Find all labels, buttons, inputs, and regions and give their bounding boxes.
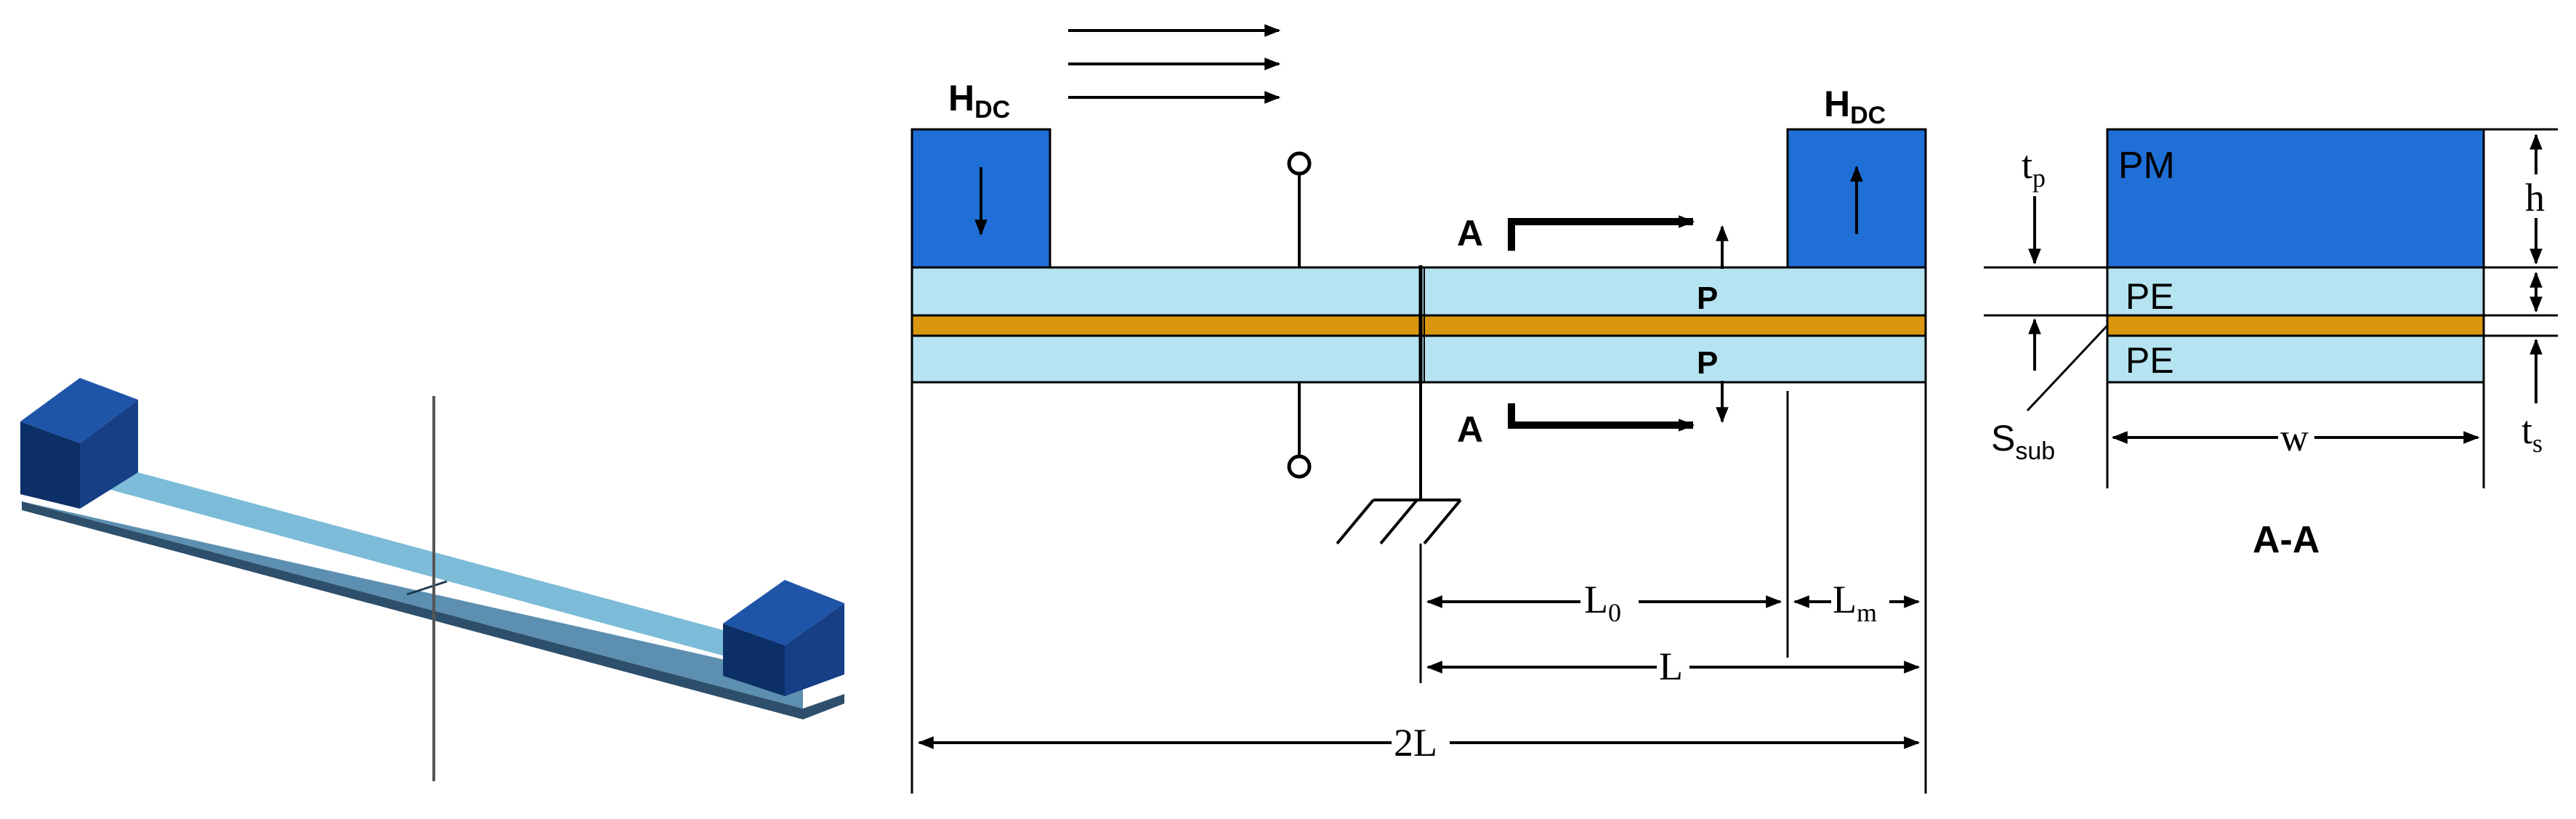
beam-3d-top [94,472,844,677]
magnet-3d-right-side [785,603,844,696]
side-view: HDC HDC A A P P [911,24,1927,794]
polarization-bottom-label: P [1697,345,1718,381]
dim-tp-label: tp [2022,143,2046,193]
section-pe-top-layer [2106,266,2485,317]
ground-hatch [1336,499,1462,545]
polarization-top-label: P [1697,281,1718,316]
section-pm-label: PM [2118,145,2175,187]
beam-3d-edge-light [22,501,803,709]
dim-ssub-label: Ssub [1991,418,2055,465]
electrode-top-terminal [1287,151,1312,176]
hdc-left-label: HDC [948,78,1010,124]
section-marker-top: A [1457,213,1483,254]
section-pe-top-label: PE [2125,276,2174,317]
beam-3d-seam [406,580,448,596]
magnet-3d-right-top [723,580,844,645]
dim-h-label: h [2525,176,2545,219]
section-marker-bottom: A [1457,409,1483,450]
dim-2L-label: 2L [1394,721,1437,764]
beam-3d-view [20,378,844,781]
dim-ts-label: ts [2522,408,2543,458]
hdc-right-label: HDC [1824,84,1886,129]
section-extension-lines [1984,128,2558,488]
cross-section-view: PM PE PE tp Ssub h ts [1984,128,2558,561]
magnet-3d-left-front [20,421,80,509]
dim-ssub-leader [2026,324,2109,412]
magnet-3d-right [723,580,844,696]
dimension-extension-lines [911,382,1927,794]
magnet-3d-left-side [80,400,138,509]
electrode-bottom-terminal [1287,454,1312,479]
section-pe-bottom-label: PE [2125,340,2174,381]
dim-w-label: w [2280,416,2309,459]
dim-L0-label: L0 [1584,578,1621,627]
magnet-3d-left [20,378,138,509]
dim-L-label: L [1659,645,1683,688]
section-caption: A-A [2253,519,2319,561]
section-marker-top-bracket [1508,218,1570,251]
section-pm-layer [2106,128,2485,269]
magnet-3d-left-top [20,378,138,443]
section-pe-bottom-layer [2106,334,2485,384]
dim-Lm-label: Lm [1833,578,1877,627]
section-substrate-layer [2106,314,2485,337]
section-marker-bottom-bracket [1508,403,1570,429]
magnet-3d-right-front [723,624,785,696]
field-arrows [1068,24,1281,104]
